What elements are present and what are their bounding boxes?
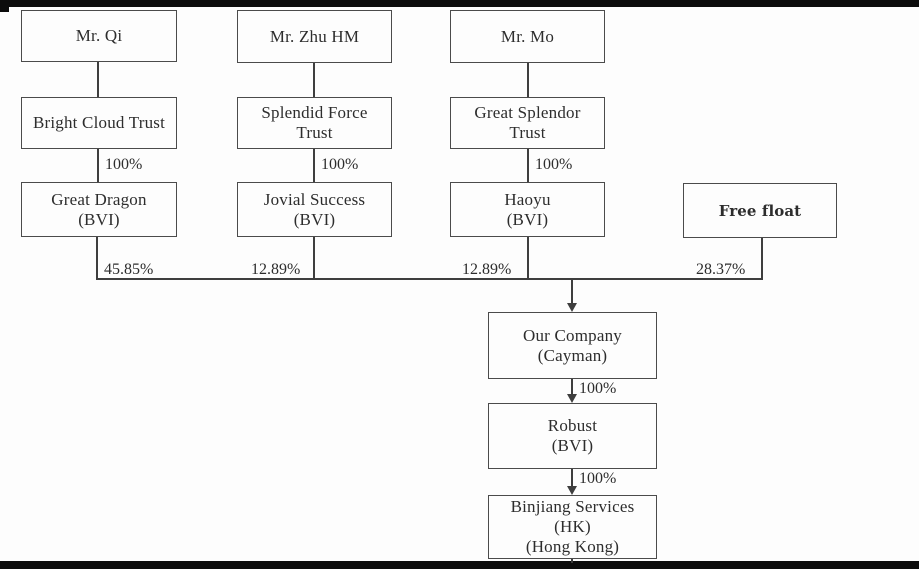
connector-splendid-to-jovial xyxy=(313,149,315,182)
connector-bright-cloud-to-dragon xyxy=(97,149,99,182)
node-our-company-cayman: Our Company (Cayman) xyxy=(488,312,657,379)
percentage-label-pct-great-dragon: 45.85% xyxy=(104,261,154,278)
percentage-label-pct-robust-binjiang: 100% xyxy=(579,470,617,487)
percentage-label-pct-jovial-success: 12.89% xyxy=(251,261,301,278)
node-mr-zhu-hm: Mr. Zhu HM xyxy=(237,10,392,63)
bottom-border-bar xyxy=(0,561,919,569)
node-mr-mo: Mr. Mo xyxy=(450,10,605,63)
connector-free-float-to-bus xyxy=(761,238,763,280)
node-bright-cloud-trust: Bright Cloud Trust xyxy=(21,97,177,149)
node-label-great-splendor-trust: Great Splendor Trust xyxy=(474,103,581,142)
connector-bus-to-our-company xyxy=(571,279,573,304)
node-label-robust-bvi: Robust (BVI) xyxy=(547,416,598,455)
percentage-label-pct-mo-great-splendor: 100% xyxy=(535,156,573,173)
connector-binjiang-stub xyxy=(571,559,573,563)
connector-dragon-to-bus xyxy=(96,237,98,280)
percentage-label-pct-our-company-robust: 100% xyxy=(579,380,617,397)
percentage-label-pct-free-float: 28.37% xyxy=(696,261,746,278)
connector-our-company-to-robust xyxy=(571,379,573,395)
node-splendid-force-trust: Splendid Force Trust xyxy=(237,97,392,149)
top-left-corner-mark xyxy=(0,0,9,12)
connector-splendor-to-haoyu xyxy=(527,149,529,182)
connector-qi-to-bright-cloud xyxy=(97,62,99,97)
node-mr-qi: Mr. Qi xyxy=(21,10,177,62)
node-label-mr-mo: Mr. Mo xyxy=(500,26,555,46)
node-binjiang-services-hk: Binjiang Services (HK) (Hong Kong) xyxy=(488,495,657,559)
node-label-haoyu-bvi: Haoyu (BVI) xyxy=(504,189,551,229)
percentage-label-pct-haoyu: 12.89% xyxy=(462,261,512,278)
connector-mo-to-great-splendor xyxy=(527,63,529,97)
node-label-mr-qi: Mr. Qi xyxy=(75,26,123,45)
node-great-dragon-bvi: Great Dragon (BVI) xyxy=(21,182,177,237)
connector-zhu-to-splendid-force xyxy=(313,63,315,97)
percentage-label-pct-zhu-splendid-force: 100% xyxy=(321,156,359,173)
percentage-label-pct-qi-bright-cloud: 100% xyxy=(105,156,143,173)
node-label-free-float: Free float xyxy=(718,201,802,220)
arrow-down-icon-bus-to-our-company xyxy=(567,303,577,312)
connector-robust-to-binjiang xyxy=(571,469,573,487)
node-jovial-success-bvi: Jovial Success (BVI) xyxy=(237,182,392,237)
arrow-down-icon-robust-to-binjiang xyxy=(567,486,577,495)
node-label-bright-cloud-trust: Bright Cloud Trust xyxy=(32,113,166,132)
node-label-jovial-success-bvi: Jovial Success (BVI) xyxy=(263,189,366,229)
node-free-float: Free float xyxy=(683,183,837,238)
connector-jovial-to-bus xyxy=(313,237,315,280)
arrow-down-icon-our-company-to-robust xyxy=(567,394,577,403)
node-robust-bvi: Robust (BVI) xyxy=(488,403,657,469)
node-label-splendid-force-trust: Splendid Force Trust xyxy=(261,103,368,142)
node-label-great-dragon-bvi: Great Dragon (BVI) xyxy=(51,189,147,229)
top-border-bar xyxy=(0,0,919,7)
node-label-mr-zhu-hm: Mr. Zhu HM xyxy=(269,26,360,46)
node-label-binjiang-services-hk: Binjiang Services (HK) (Hong Kong) xyxy=(510,497,635,556)
node-great-splendor-trust: Great Splendor Trust xyxy=(450,97,605,149)
node-label-our-company-cayman: Our Company (Cayman) xyxy=(523,325,622,365)
connector-ownership-bus xyxy=(97,278,762,280)
connector-haoyu-to-bus xyxy=(527,237,529,280)
node-haoyu-bvi: Haoyu (BVI) xyxy=(450,182,605,237)
